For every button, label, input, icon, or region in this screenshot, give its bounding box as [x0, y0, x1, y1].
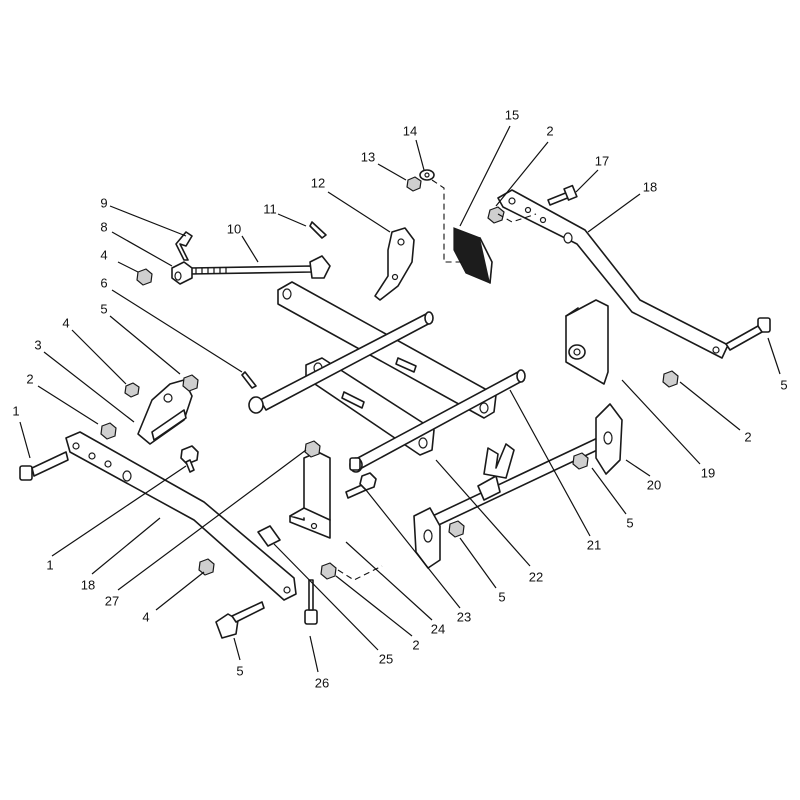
- callout-5-flange-nut: 5: [626, 515, 633, 530]
- callout-4-lower-nut: 4: [142, 609, 149, 624]
- pin-6: [241, 371, 257, 389]
- bolt-1: [19, 451, 69, 481]
- callout-5-lower-bolt: 5: [236, 663, 243, 678]
- callout-labels: 1 2 3 4 5 6 4 8 9 10 11 12 13 14 15 2 17…: [12, 107, 787, 690]
- callout-9-hair-pin: 9: [100, 195, 107, 210]
- callout-12-bracket: 12: [311, 175, 325, 190]
- rod-10: [189, 255, 331, 279]
- nut-5-left-flange: [448, 520, 465, 538]
- bolt-23: [345, 472, 377, 499]
- callout-5-nut: 5: [100, 301, 107, 316]
- assembly-line-15: [431, 179, 462, 263]
- callout-27-bolt: 27: [105, 593, 119, 608]
- callout-5-left-flange-nut: 5: [498, 589, 505, 604]
- hair-pin-9: [175, 231, 193, 261]
- washer-14: [419, 169, 435, 181]
- cross-shaft-21: [423, 433, 611, 531]
- link-bar-upper: [277, 281, 497, 419]
- callout-20-flange: 20: [647, 477, 661, 492]
- nut-2-top: [487, 206, 505, 224]
- callout-19-bracket: 19: [701, 465, 715, 480]
- swivel-8: [171, 261, 193, 285]
- callout-2-right-nut: 2: [744, 429, 751, 444]
- nut-4-rod: [136, 268, 153, 286]
- callout-21-shaft: 21: [587, 537, 601, 552]
- nut-5-bracket: [182, 374, 199, 392]
- bracket-24: [289, 451, 331, 539]
- nut-2-right: [662, 370, 679, 388]
- callout-14-washer: 14: [403, 123, 417, 138]
- callout-18-arm-right: 18: [643, 179, 657, 194]
- lift-arm-left: [65, 431, 297, 601]
- stud-22: [349, 457, 361, 471]
- callout-6-pin: 6: [100, 275, 107, 290]
- bolt-27: [180, 445, 199, 473]
- callout-17-bolt: 17: [595, 153, 609, 168]
- nut-4-bracket: [124, 382, 140, 398]
- pad-15: [453, 227, 493, 284]
- callout-15-pad: 15: [505, 107, 519, 122]
- callout-25-spacer: 25: [379, 651, 393, 666]
- nut-13: [406, 176, 422, 192]
- callout-22-bar: 22: [529, 569, 543, 584]
- callout-1-lower: 1: [46, 557, 53, 572]
- assembly-line-18: [497, 213, 537, 223]
- callout-2-top-nut: 2: [546, 123, 553, 138]
- nut-2-lower: [320, 562, 337, 580]
- callout-23-bolt: 23: [457, 609, 471, 624]
- callout-4-rod-nut: 4: [100, 247, 107, 262]
- leader-lines: [19, 125, 781, 673]
- callout-4-nut: 4: [62, 315, 69, 330]
- callout-13-nut: 13: [361, 149, 375, 164]
- flange-left: [413, 507, 441, 569]
- callout-3-bracket: 3: [34, 337, 41, 352]
- bracket-3: [137, 379, 193, 445]
- callout-2-lower-nut: 2: [412, 637, 419, 652]
- pivot-rod-a: [248, 311, 434, 414]
- callout-5-right-bolt: 5: [780, 377, 787, 392]
- bolt-26: [304, 579, 318, 625]
- callout-11-cotter: 11: [263, 201, 277, 216]
- spacer-25: [257, 525, 281, 547]
- callout-1-bolt: 1: [12, 403, 19, 418]
- cotter-pin-11: [309, 221, 327, 239]
- bracket-12: [374, 227, 415, 301]
- bolt-5-right: [725, 317, 771, 351]
- callout-26-bolt: 26: [315, 675, 329, 690]
- callout-8-swivel: 8: [100, 219, 107, 234]
- callout-2-nut: 2: [26, 371, 33, 386]
- bolt-5-lower: [215, 601, 265, 639]
- callout-10-rod: 10: [227, 221, 241, 236]
- bolt-17: [547, 184, 578, 206]
- nut-5-flange: [572, 452, 589, 470]
- nut-top-bracket: [304, 440, 321, 458]
- callout-18-arm-left: 18: [81, 577, 95, 592]
- callout-24-bracket: 24: [431, 621, 445, 636]
- nut-2-left: [100, 422, 117, 440]
- nut-4-lower: [198, 558, 215, 576]
- flange-20: [595, 403, 623, 475]
- bracket-19: [565, 299, 609, 385]
- lift-arm-right: [497, 189, 729, 359]
